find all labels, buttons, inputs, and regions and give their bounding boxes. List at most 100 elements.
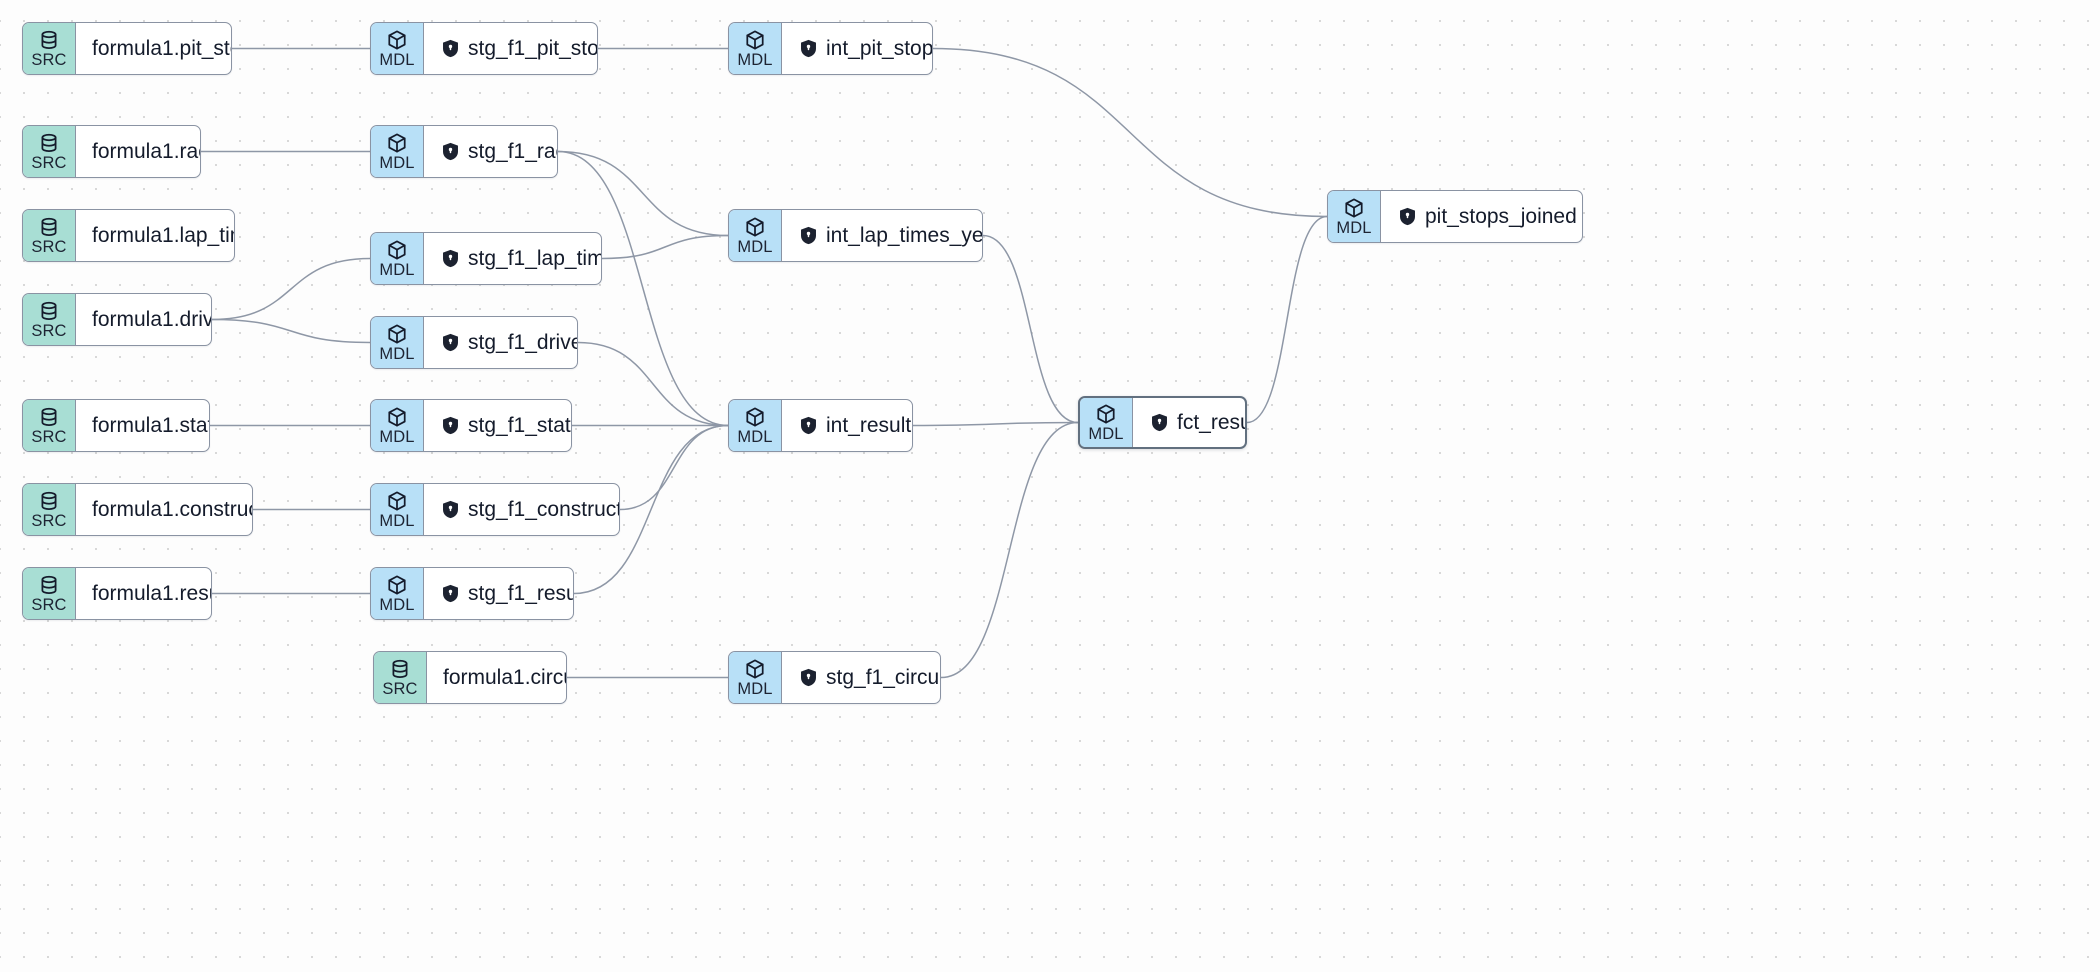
lineage-edge-int_lap_times_years-to-fct_results [982,234,1079,424]
shield-icon [442,416,459,435]
cube-icon [386,574,408,596]
lineage-edge-stg_races-to-int_lap_times_years [557,150,729,237]
node-kind-label: MDL [379,344,415,363]
node-body: stg_f1_pit_stops [424,23,597,74]
node-kind-label: SRC [31,595,67,614]
lineage-node-src_circuits[interactable]: SRC formula1.circuits [373,651,567,704]
cube-icon [744,658,766,680]
node-kind-badge: MDL [729,652,782,703]
lineage-node-int_pit_stops[interactable]: MDL int_pit_stops [728,22,933,75]
lineage-edge-stg_lap_times-to-int_lap_times_years [601,234,729,260]
lineage-edge-int_pit_stops-to-pit_stops_joined [932,47,1328,218]
database-icon [389,658,411,680]
node-label: int_results [826,413,913,437]
node-kind-badge: MDL [371,568,424,619]
node-label: int_lap_times_years [826,223,983,247]
cube-icon [386,132,408,154]
lineage-node-stg_races[interactable]: MDL stg_f1_races [370,125,558,178]
database-icon [38,406,60,428]
lineage-edge-int_results-to-fct_results [912,421,1079,427]
shield-icon [442,333,459,352]
node-kind-badge: MDL [371,23,424,74]
node-kind-label: SRC [31,427,67,446]
lineage-node-pit_stops_joined[interactable]: MDL pit_stops_joined [1327,190,1583,243]
lineage-edge-stg_circuits-to-fct_results [940,421,1079,679]
shield-icon [800,668,817,687]
lineage-node-stg_pit_stops[interactable]: MDL stg_f1_pit_stops [370,22,598,75]
node-body: formula1.status [76,400,209,451]
node-kind-badge: SRC [23,568,76,619]
shield-icon [442,249,459,268]
cube-icon [744,29,766,51]
lineage-node-src_results[interactable]: SRC formula1.results [22,567,212,620]
node-kind-label: MDL [1336,218,1372,237]
node-body: int_pit_stops [782,23,932,74]
node-kind-label: SRC [31,50,67,69]
cube-icon [1095,403,1117,425]
lineage-node-stg_results[interactable]: MDL stg_f1_results [370,567,574,620]
lineage-node-src_status[interactable]: SRC formula1.status [22,399,210,452]
node-kind-label: SRC [31,237,67,256]
cube-icon [744,216,766,238]
database-icon [38,490,60,512]
node-label: pit_stops_joined [1425,204,1577,228]
node-body: stg_f1_circuits [782,652,940,703]
node-label: stg_f1_pit_stops [468,36,598,60]
node-body: stg_f1_drivers [424,317,577,368]
node-kind-badge: SRC [23,400,76,451]
node-label: formula1.lap_times [92,223,234,247]
node-kind-label: SRC [382,679,418,698]
node-kind-badge: SRC [23,294,76,345]
node-kind-badge: MDL [729,23,782,74]
lineage-node-src_lap_times[interactable]: SRC formula1.lap_times [22,209,235,262]
node-body: pit_stops_joined [1381,191,1582,242]
database-icon [38,29,60,51]
cube-icon [386,29,408,51]
node-label: stg_f1_races [468,139,557,163]
shield-icon [1399,207,1416,226]
node-label: int_pit_stops [826,36,933,60]
node-kind-badge: MDL [1080,398,1133,447]
node-body: formula1.circuits [427,652,566,703]
lineage-edge-src_drivers-to-stg_lap_times [211,257,371,321]
node-kind-label: MDL [379,595,415,614]
node-kind-badge: MDL [1328,191,1381,242]
shield-icon [442,500,459,519]
node-kind-label: MDL [379,260,415,279]
node-label: stg_f1_constructors [468,497,619,521]
node-body: fct_results [1133,398,1245,447]
cube-icon [386,406,408,428]
node-body: formula1.drivers [76,294,211,345]
lineage-edge-src_drivers-to-stg_drivers [211,318,371,344]
database-icon [38,132,60,154]
lineage-node-stg_drivers[interactable]: MDL stg_f1_drivers [370,316,578,369]
node-kind-label: SRC [31,511,67,530]
node-label: formula1.status [92,413,209,437]
database-icon [38,300,60,322]
node-kind-badge: MDL [371,126,424,177]
shield-icon [1151,413,1168,432]
node-body: formula1.results [76,568,211,619]
node-body: int_results [782,400,912,451]
node-label: formula1.circuits [443,665,566,689]
database-icon [38,216,60,238]
node-label: formula1.pit_stops [92,36,231,60]
node-label: formula1.results [92,581,211,605]
node-kind-label: SRC [31,153,67,172]
database-icon [38,574,60,596]
lineage-node-src_pit_stops[interactable]: SRC formula1.pit_stops [22,22,232,75]
cube-icon [744,406,766,428]
node-body: stg_f1_results [424,568,573,619]
